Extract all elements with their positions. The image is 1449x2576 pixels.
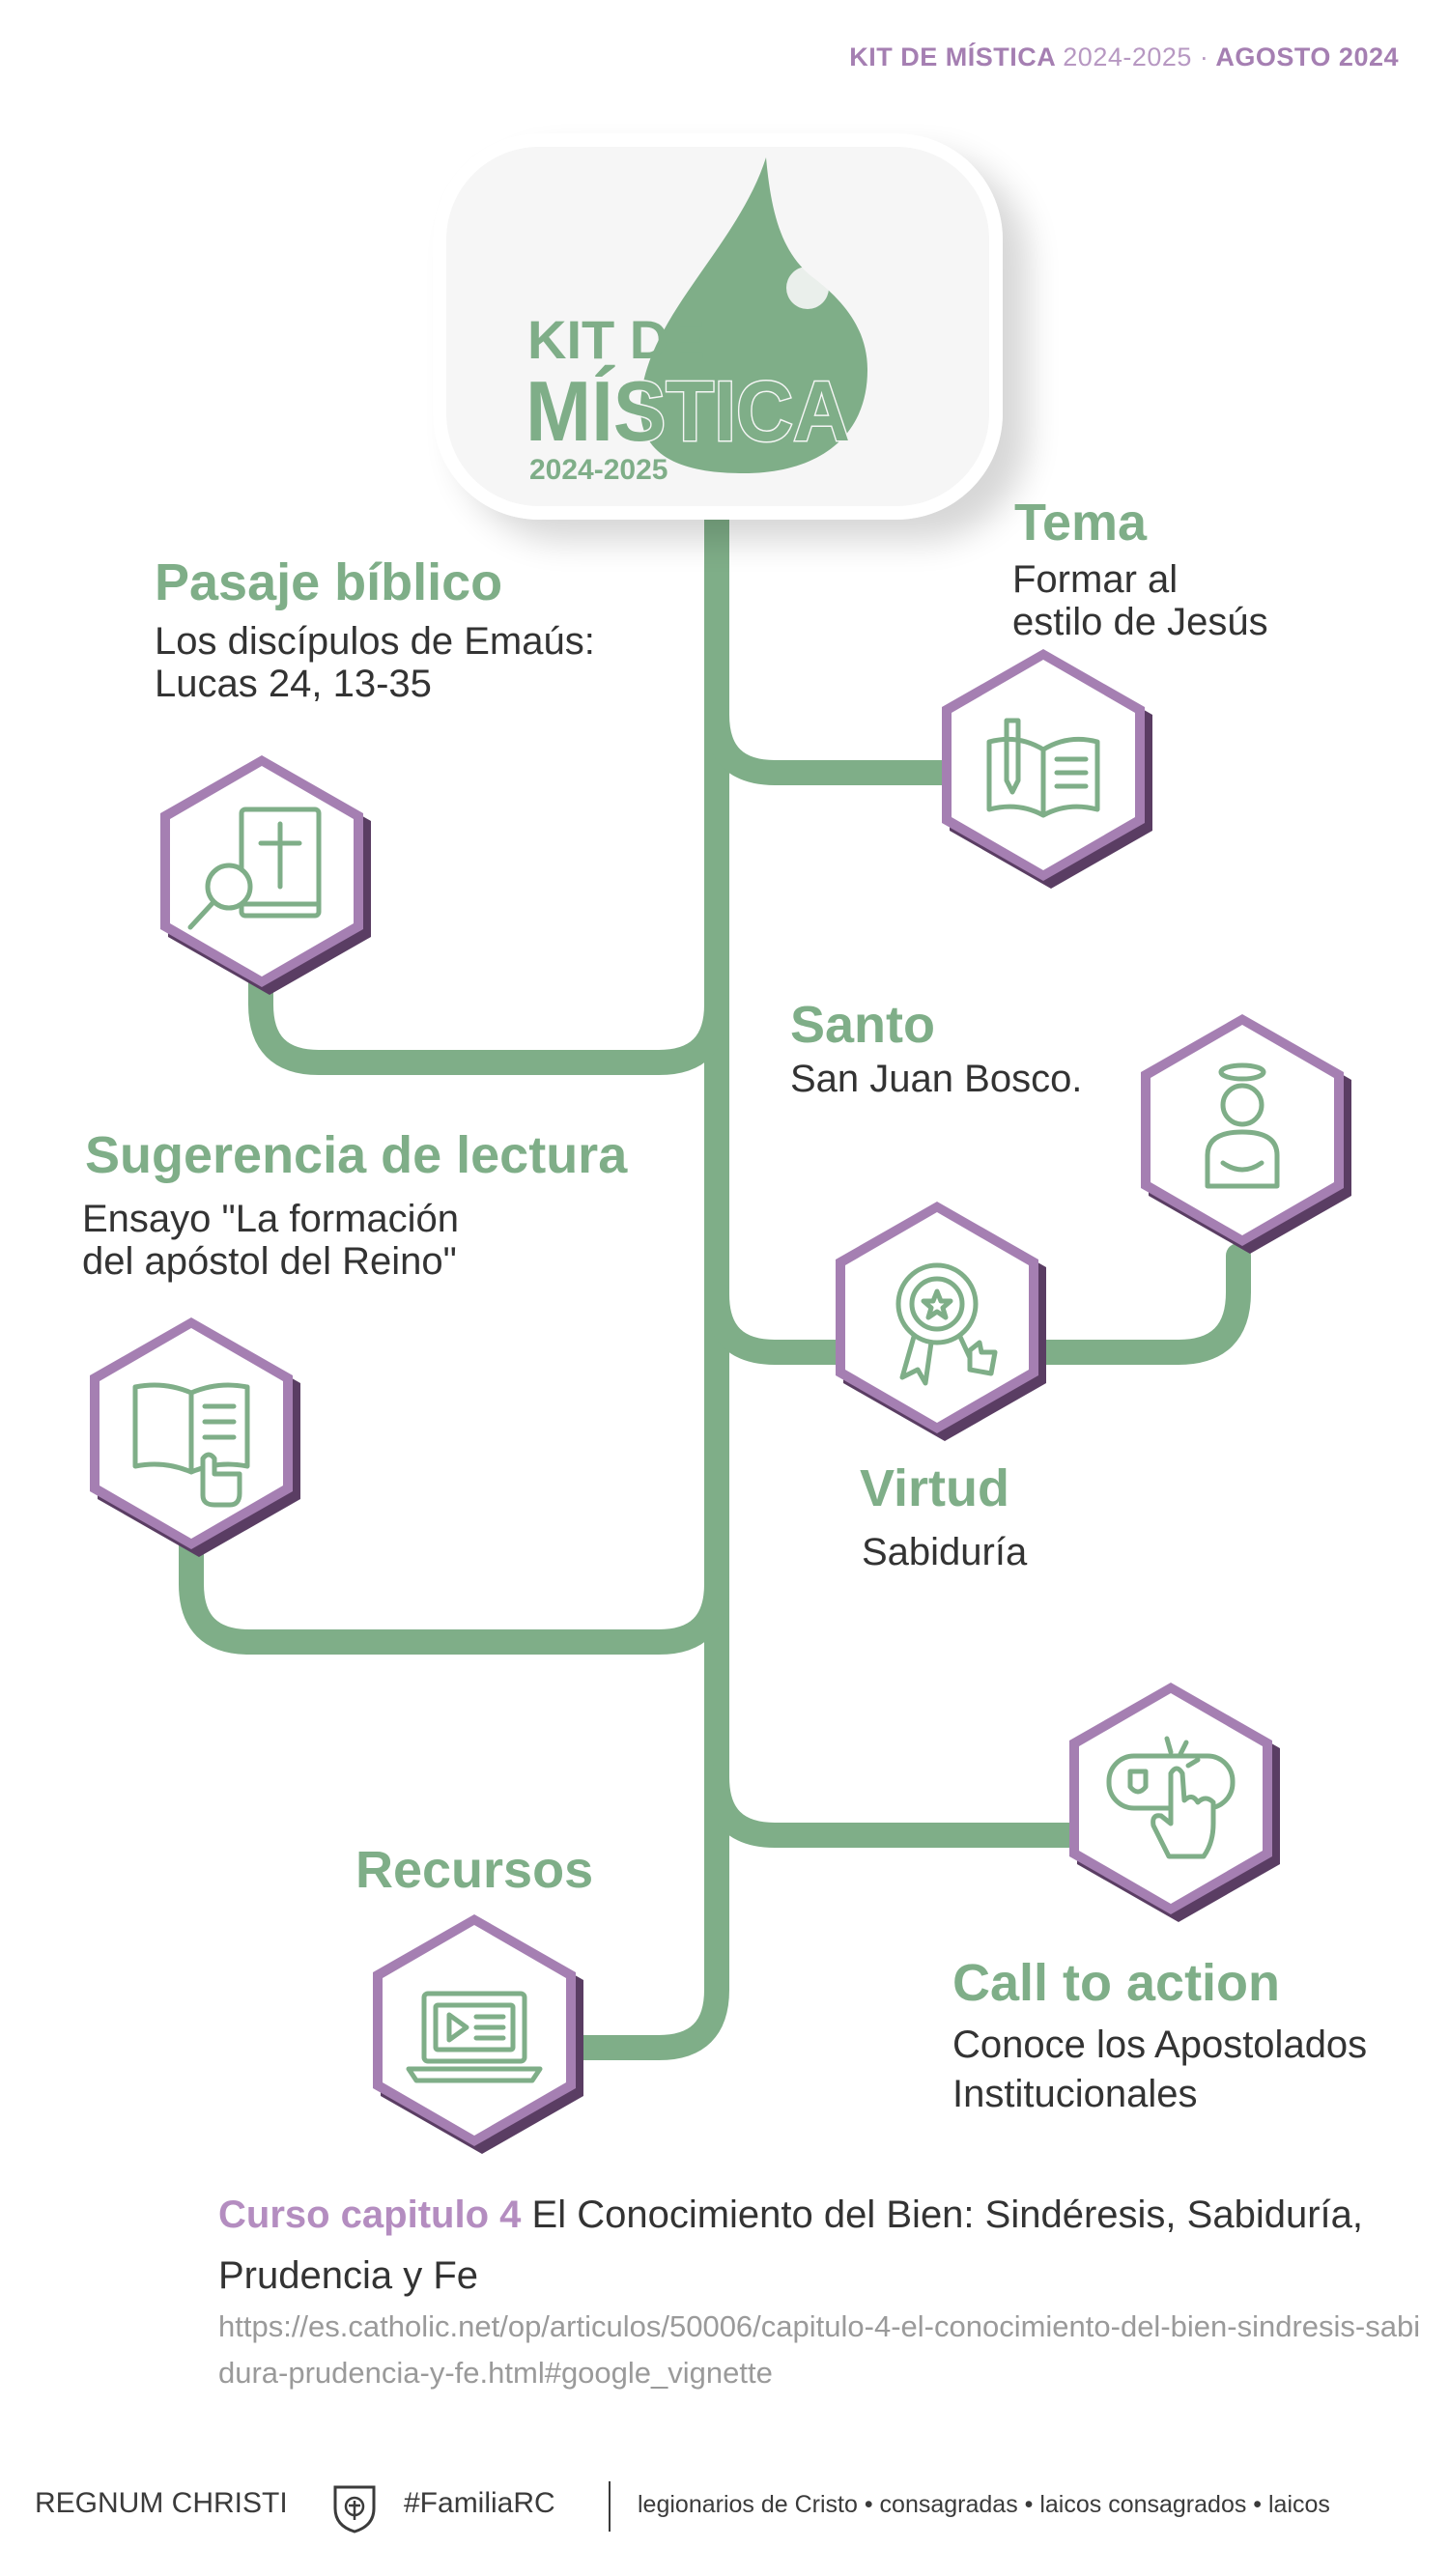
virtud-line-1: Sabiduría bbox=[862, 1531, 1028, 1573]
click-button-hand-icon bbox=[1106, 1736, 1236, 1859]
laptop-video-icon bbox=[406, 1991, 543, 2083]
virtud-hexagon bbox=[825, 1198, 1057, 1458]
logo-years: 2024-2025 bbox=[529, 454, 668, 486]
pasaje-line-1: Los discípulos de Emaús: bbox=[155, 620, 595, 663]
tema-title: Tema bbox=[1014, 494, 1148, 552]
pasaje-description: Los discípulos de Emaús: Lucas 24, 13-35 bbox=[155, 620, 595, 705]
sugerencia-description: Ensayo "La formación del apóstol del Rei… bbox=[82, 1198, 459, 1283]
tema-line-2: estilo de Jesús bbox=[1012, 601, 1268, 643]
header-month: AGOSTO 2024 bbox=[1215, 42, 1399, 71]
sugerencia-line-1: Ensayo "La formación bbox=[82, 1198, 459, 1240]
sugerencia-line-2: del apóstol del Reino" bbox=[82, 1240, 457, 1283]
sugerencia-hexagon bbox=[79, 1314, 311, 1574]
header-title: KIT DE MÍSTICA bbox=[849, 42, 1056, 71]
bible-magnifier-icon bbox=[187, 807, 322, 930]
footer-hashtag: #FamiliaRC bbox=[404, 2487, 555, 2519]
santo-title: Santo bbox=[790, 996, 936, 1054]
call-description: Conoce los Apostolados Institucionales bbox=[952, 2021, 1367, 2119]
footer-tagline: legionarios de Cristo • consagradas • la… bbox=[638, 2491, 1330, 2518]
open-book-pencil-icon bbox=[986, 718, 1100, 818]
footer-divider bbox=[609, 2481, 611, 2532]
santo-line-1: San Juan Bosco. bbox=[790, 1058, 1083, 1100]
call-title: Call to action bbox=[952, 1954, 1281, 2012]
pasaje-hexagon bbox=[150, 751, 382, 1012]
header-years: 2024-2025 · bbox=[1063, 42, 1209, 71]
sugerencia-title: Sugerencia de lectura bbox=[85, 1126, 628, 1184]
branch-virtud bbox=[704, 1243, 1251, 1365]
pasaje-line-2: Lucas 24, 13-35 bbox=[155, 663, 432, 705]
reading-book-hand-icon bbox=[132, 1382, 250, 1508]
page-header: KIT DE MÍSTICA 2024-2025 · AGOSTO 2024 bbox=[849, 42, 1399, 72]
call-line-1: Conoce los Apostolados bbox=[952, 2024, 1368, 2066]
tema-description: Formar al estilo de Jesús bbox=[1012, 558, 1268, 643]
footer: REGNUM CHRISTI #FamiliaRC legionarios de… bbox=[35, 2481, 1416, 2535]
course-block: Curso capitulo 4 El Conocimiento del Bie… bbox=[218, 2185, 1416, 2307]
branch-call bbox=[704, 1765, 1085, 1848]
footer-brand: REGNUM CHRISTI bbox=[35, 2487, 288, 2519]
virtud-description: Sabiduría bbox=[862, 1531, 1027, 1573]
award-badge-thumbs-up-icon bbox=[895, 1262, 998, 1386]
branch-pasaje bbox=[248, 953, 729, 1075]
santo-hexagon bbox=[1130, 1010, 1362, 1271]
flame-logo: KIT DE MÍSTICA 2024-2025 bbox=[525, 157, 867, 486]
footer-shield-icon bbox=[330, 2481, 379, 2535]
pasaje-title: Pasaje bíblico bbox=[155, 553, 503, 611]
recursos-hexagon bbox=[362, 1911, 594, 2171]
tema-line-1: Formar al bbox=[1012, 558, 1179, 601]
course-text: El Conocimiento del Bien: Sindéresis, Sa… bbox=[218, 2194, 1363, 2297]
saint-halo-icon bbox=[1205, 1062, 1280, 1189]
branch-tema bbox=[704, 702, 964, 785]
logo-line1: KIT DE bbox=[527, 309, 705, 370]
logo-card: KIT DE MÍSTICA 2024-2025 bbox=[433, 133, 1003, 520]
trunk-line bbox=[567, 499, 729, 2060]
logo-line2: MÍSTICA bbox=[526, 363, 850, 459]
recursos-title: Recursos bbox=[355, 1841, 594, 1899]
course-link[interactable]: https://es.catholic.net/op/articulos/500… bbox=[218, 2309, 1421, 2390]
call-line-2: Institucionales bbox=[952, 2073, 1198, 2115]
call-hexagon bbox=[1059, 1679, 1291, 1939]
tema-hexagon bbox=[931, 645, 1163, 906]
flame-icon bbox=[640, 157, 867, 473]
virtud-title: Virtud bbox=[860, 1459, 1010, 1517]
course-title: Curso capitulo 4 bbox=[218, 2194, 522, 2236]
santo-description: San Juan Bosco. bbox=[790, 1058, 1082, 1100]
branch-sugerencia bbox=[179, 1533, 729, 1655]
